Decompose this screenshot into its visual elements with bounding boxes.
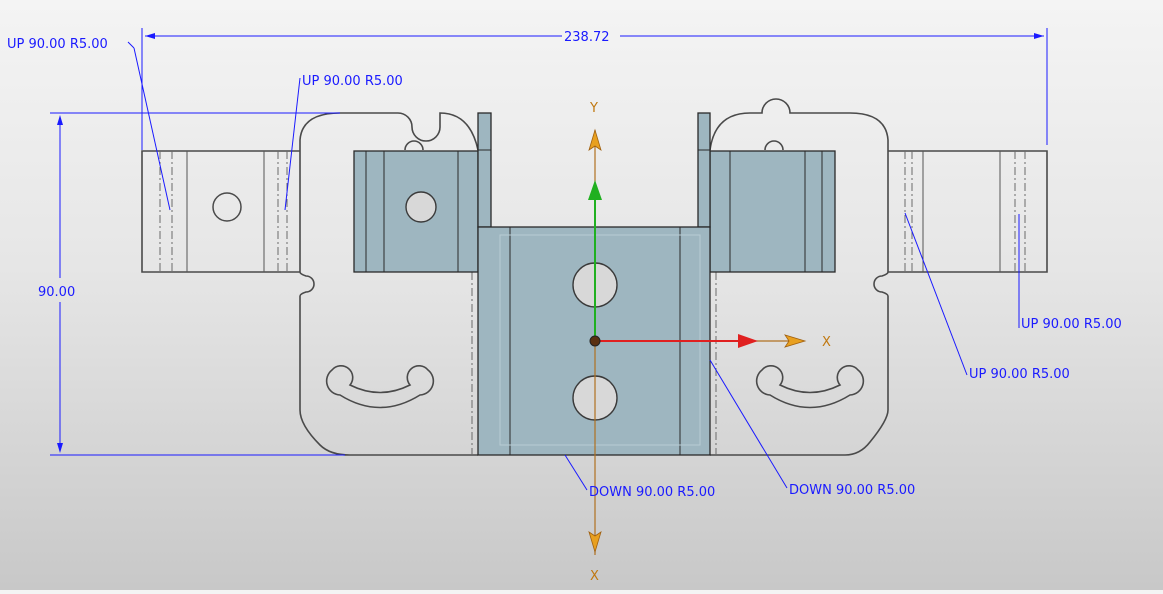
width-dimension[interactable]: 238.72: [141, 28, 1048, 150]
bend-callout-text: UP 90.00 R5.00: [969, 367, 1070, 382]
bend-callout-3[interactable]: UP 90.00 R5.00: [1018, 214, 1122, 332]
height-dimension[interactable]: 90.00: [38, 112, 345, 456]
bend-callout-6[interactable]: DOWN 90.00 R5.00: [709, 359, 915, 498]
bend-callout-text: UP 90.00 R5.00: [7, 37, 108, 52]
y-axis-label: Y: [589, 101, 598, 116]
bend-callout-text: DOWN 90.00 R5.00: [589, 485, 715, 500]
right-tab-bend-lines: [904, 151, 1026, 272]
width-dimension-label: 238.72: [564, 30, 610, 45]
bend-callout-1[interactable]: UP 90.00 R5.00: [7, 37, 171, 211]
x-axis-label: X: [822, 335, 831, 350]
bend-callout-text: UP 90.00 R5.00: [1021, 317, 1122, 332]
left-slot: [325, 365, 435, 409]
right-slot: [755, 365, 865, 409]
bend-callout-5[interactable]: DOWN 90.00 R5.00: [564, 454, 715, 500]
left-flange: [353, 112, 492, 273]
height-dimension-label: 90.00: [38, 285, 75, 300]
bend-callout-text: UP 90.00 R5.00: [302, 74, 403, 89]
left-tab-hole: [212, 192, 242, 222]
left-tab-bend-lines: [159, 151, 288, 272]
part-outline: [141, 98, 1048, 456]
bend-callout-4[interactable]: UP 90.00 R5.00: [904, 212, 1070, 382]
bottom-axis-label: X: [590, 569, 599, 584]
bend-callout-2[interactable]: UP 90.00 R5.00: [284, 74, 403, 211]
right-flange: [697, 112, 836, 273]
bend-callout-text: DOWN 90.00 R5.00: [789, 483, 915, 498]
coordinate-triad: [588, 128, 807, 555]
